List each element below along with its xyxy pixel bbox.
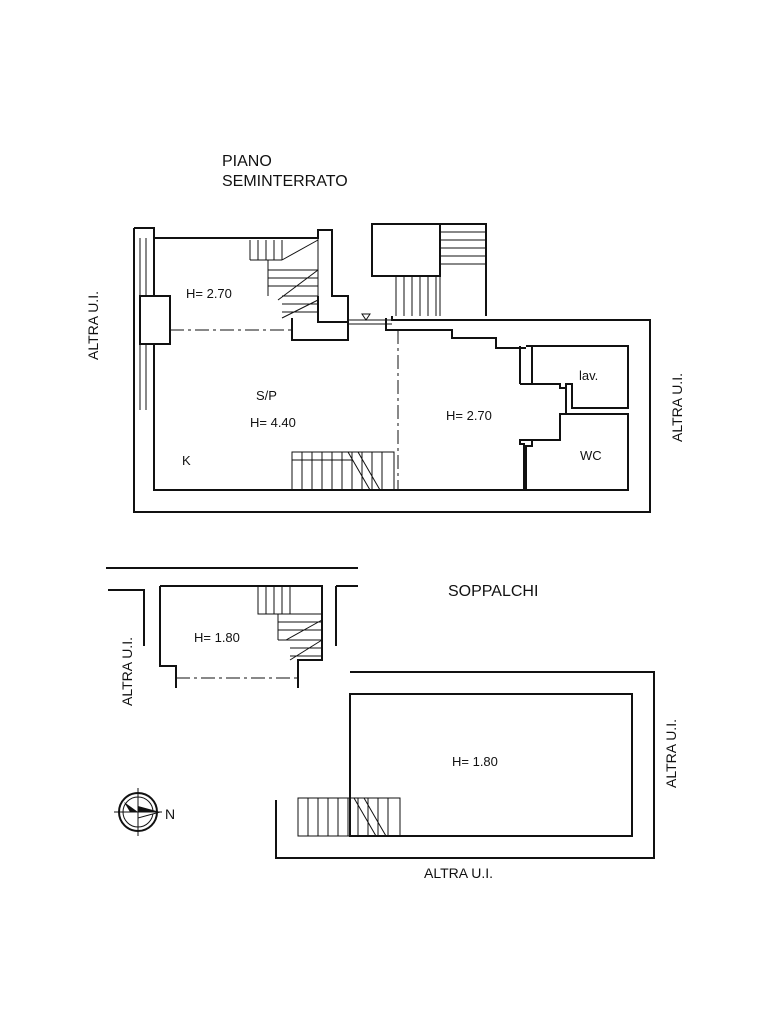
outdoor-stair (371, 223, 487, 316)
floor-title-line2: SEMINTERRATO (222, 173, 348, 190)
mezzanine-left (106, 567, 358, 688)
basement-inner-wall (139, 238, 532, 491)
mezzanine-title: SOPPALCHI (448, 583, 538, 600)
stair-upper-left (249, 239, 319, 319)
room-right-height: H= 2.70 (446, 408, 492, 423)
laundry-label: lav. (579, 368, 598, 383)
main-room-height: H= 4.40 (250, 415, 296, 430)
stair-main-room (291, 451, 395, 491)
north-label: N (165, 806, 175, 822)
main-room-name: S/P (256, 388, 277, 403)
north-arrow-icon (114, 788, 162, 836)
adjacent-unit-right: ALTRA U.I. (669, 373, 685, 442)
mezzanine-right-adjacent-bottom: ALTRA U.I. (424, 865, 493, 881)
basement-outer-wall (133, 227, 651, 513)
mezzanine-right-adjacent-side: ALTRA U.I. (663, 719, 679, 788)
mezzanine-right (275, 671, 655, 859)
stair-mezzanine-right (297, 797, 401, 837)
mezzanine-left-height: H= 1.80 (194, 630, 240, 645)
mezzanine-right-height: H= 1.80 (452, 754, 498, 769)
floor-title-line1: PIANO (222, 153, 272, 170)
kitchen-label: K (182, 453, 191, 468)
stair-mezzanine-left (257, 585, 323, 661)
adjacent-unit-left: ALTRA U.I. (85, 291, 101, 360)
room-upper-left-height: H= 2.70 (186, 286, 232, 301)
wc-label: WC (580, 448, 602, 463)
mezzanine-left-adjacent: ALTRA U.I. (119, 637, 135, 706)
basement-plan (133, 223, 651, 513)
